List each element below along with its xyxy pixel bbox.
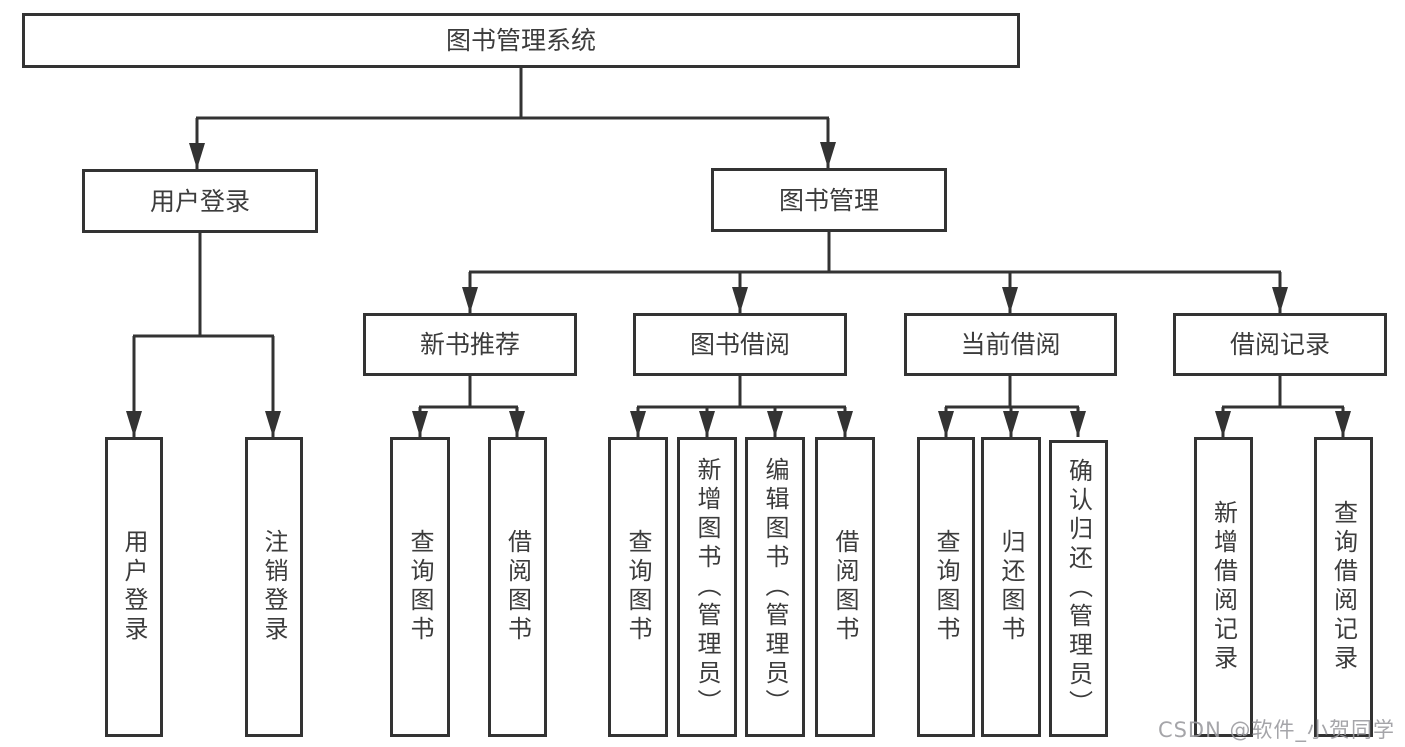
arrowhead [265,411,281,437]
arrowhead [1335,411,1351,437]
arrowhead [837,411,853,437]
arrowhead [1272,287,1288,313]
arrowhead [732,287,748,313]
leaf-borrow-books-recommend: 借阅图书 [488,437,547,737]
leaf-query-books-recommend: 查询图书 [390,437,450,737]
arrowhead [509,411,525,437]
leaf-borrow-books: 借阅图书 [815,437,875,737]
arrowhead [699,411,715,437]
arrowhead [820,142,836,168]
arrowheads [126,142,1351,437]
arrowhead [767,411,783,437]
leaf-user-login: 用户登录 [105,437,163,737]
connector-lines [132,68,1345,437]
leaf-logout: 注销登录 [245,437,303,737]
node-current-borrowing: 当前借阅 [904,313,1117,376]
leaf-add-borrow-record: 新增借阅记录 [1194,437,1253,737]
arrowhead [126,411,142,437]
node-library-management-system: 图书管理系统 [22,13,1020,68]
arrowhead [630,411,646,437]
arrowhead [1215,411,1231,437]
arrowhead [462,287,478,313]
leaf-add-books-admin: 新增图书（管理员） [677,437,737,737]
node-user-login: 用户登录 [82,169,318,233]
leaf-query-borrow-record: 查询借阅记录 [1314,437,1373,737]
node-book-borrowing: 图书借阅 [633,313,847,376]
node-book-management: 图书管理 [711,168,947,232]
leaf-confirm-return-admin: 确认归还（管理员） [1049,440,1108,737]
leaf-query-books-borrow: 查询图书 [608,437,668,737]
leaf-query-books-current: 查询图书 [917,437,975,737]
watermark: CSDN @软件_小贺同学 [1157,718,1395,742]
arrowhead [938,411,954,437]
leaf-return-books: 归还图书 [981,437,1041,737]
arrowhead [1070,411,1086,437]
node-new-book-recommendation: 新书推荐 [363,313,577,376]
arrowhead [1002,287,1018,313]
arrowhead [412,411,428,437]
node-borrowing-records: 借阅记录 [1173,313,1387,376]
arrowhead [189,143,205,169]
arrowhead [1003,411,1019,437]
leaf-edit-books-admin: 编辑图书（管理员） [745,437,805,737]
